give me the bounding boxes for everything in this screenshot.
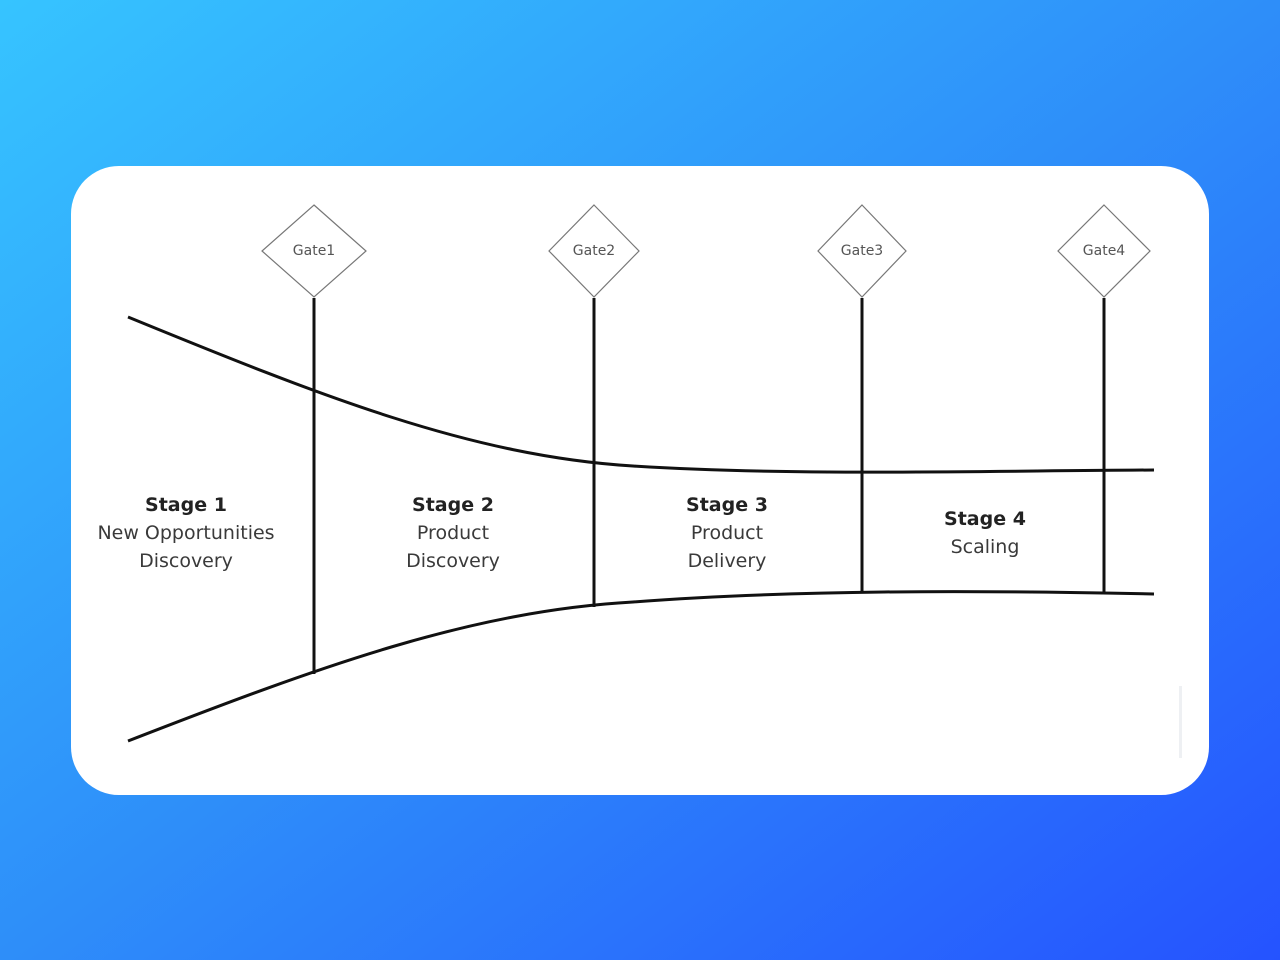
edge-strip bbox=[1179, 686, 1182, 758]
gate-1-label: Gate1 bbox=[293, 243, 335, 259]
stage-3: Stage 3 Product Delivery bbox=[686, 494, 768, 572]
gate-4-label: Gate4 bbox=[1083, 243, 1126, 259]
gate-3: Gate3 bbox=[817, 204, 907, 591]
funnel-top-curve bbox=[127, 315, 1155, 474]
gate-2: Gate2 bbox=[548, 204, 640, 607]
stage-1: Stage 1 New Opportunities Discovery bbox=[97, 494, 274, 572]
stage-4: Stage 4 Scaling bbox=[944, 508, 1026, 558]
stage-4-title: Stage 4 bbox=[944, 508, 1026, 530]
stage-4-line-1: Scaling bbox=[951, 536, 1020, 558]
stage-1-line-2: Discovery bbox=[139, 550, 233, 572]
stage-1-title: Stage 1 bbox=[145, 494, 227, 516]
stage-3-title: Stage 3 bbox=[686, 494, 768, 516]
stage-2-title: Stage 2 bbox=[412, 494, 494, 516]
funnel-bottom-curve bbox=[127, 590, 1155, 743]
stage-gate-diagram: Gate1 Gate2 Gate3 Gate4 Stage 1 New Oppo… bbox=[97, 204, 1155, 743]
gate-3-label: Gate3 bbox=[841, 243, 883, 259]
diagram-card: Gate1 Gate2 Gate3 Gate4 Stage 1 New Oppo… bbox=[71, 166, 1209, 795]
stage-2-line-2: Discovery bbox=[406, 550, 500, 572]
gate-3-diamond bbox=[817, 204, 907, 298]
stage-1-line-1: New Opportunities bbox=[97, 522, 274, 544]
stage-3-line-1: Product bbox=[691, 522, 763, 544]
gate-4: Gate4 bbox=[1057, 204, 1151, 593]
gate-2-diamond bbox=[548, 204, 640, 298]
gate-4-diamond bbox=[1057, 204, 1151, 298]
stage-2: Stage 2 Product Discovery bbox=[406, 494, 500, 572]
gate-2-label: Gate2 bbox=[573, 243, 615, 259]
stage-3-line-2: Delivery bbox=[688, 550, 767, 572]
gate-1: Gate1 bbox=[261, 204, 367, 674]
gate-1-diamond bbox=[261, 204, 367, 298]
stage-2-line-1: Product bbox=[417, 522, 489, 544]
